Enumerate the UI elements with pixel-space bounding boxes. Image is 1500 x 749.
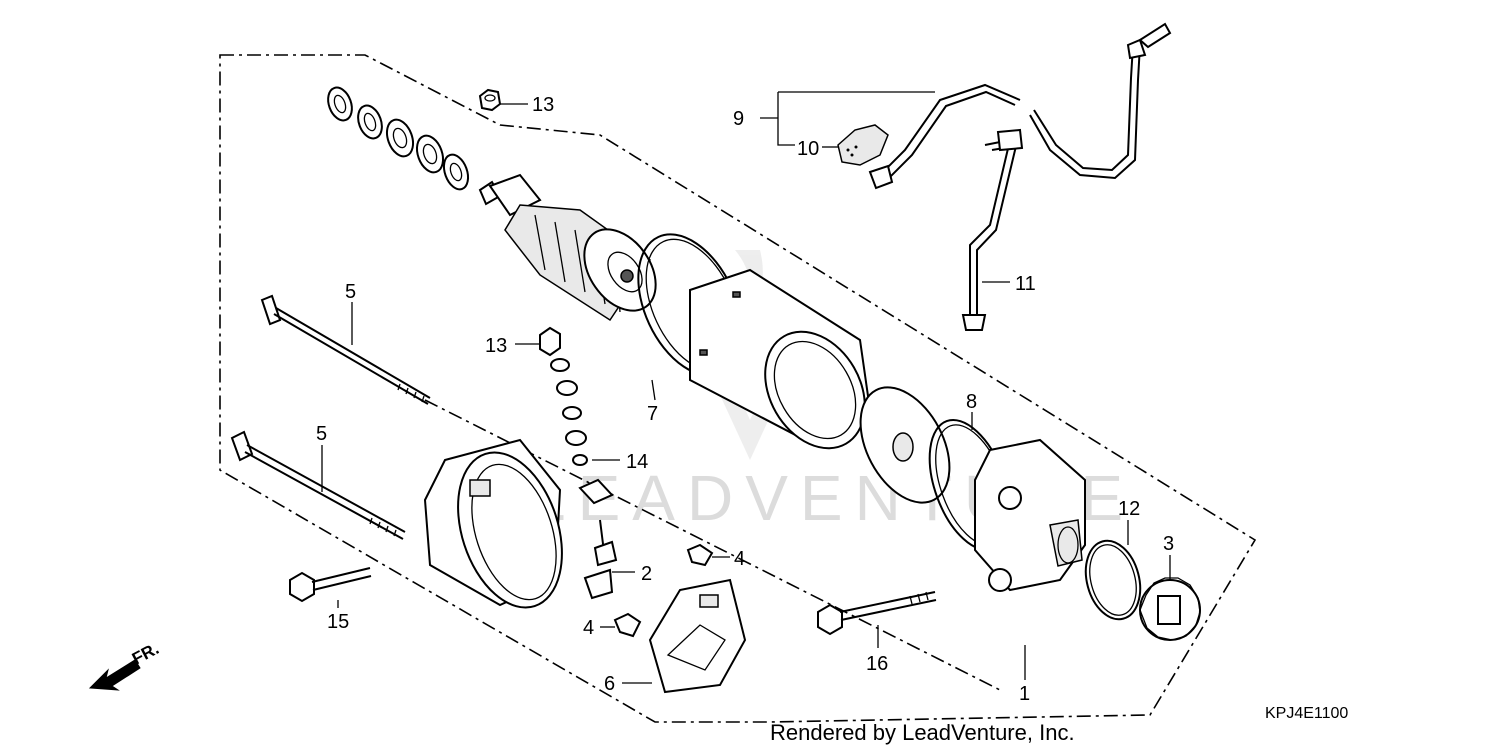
callout-14: 14 bbox=[626, 451, 648, 473]
callout-6: 6 bbox=[604, 673, 615, 695]
through-bolt-upper bbox=[260, 294, 431, 405]
assembly-boundary bbox=[219, 54, 1257, 723]
leader-9 bbox=[760, 91, 935, 146]
callout-2: 2 bbox=[641, 563, 652, 585]
callout-11: 11 bbox=[1015, 273, 1036, 295]
rear-cover bbox=[423, 438, 563, 609]
nut-13-top bbox=[478, 88, 502, 112]
drive-sprocket bbox=[1139, 577, 1201, 641]
callout-7: 7 bbox=[647, 403, 658, 425]
callout-15: 15 bbox=[327, 611, 349, 633]
leader-7 bbox=[651, 379, 656, 401]
brush-terminal bbox=[583, 519, 618, 600]
through-bolt-lower bbox=[230, 430, 406, 540]
callout-12: 12 bbox=[1118, 498, 1140, 520]
callout-8: 8 bbox=[966, 391, 977, 413]
callout-13-top: 13 bbox=[532, 94, 554, 116]
diagram-code: KPJ4E1100 bbox=[1265, 705, 1348, 722]
credit-line: Rendered by LeadVenture, Inc. bbox=[770, 720, 1075, 745]
callout-9: 9 bbox=[733, 108, 744, 130]
terminal-cover bbox=[837, 124, 889, 166]
callout-4-upper: 4 bbox=[734, 548, 745, 570]
callout-4-lower: 4 bbox=[583, 617, 594, 639]
terminal-hardware-stack bbox=[539, 326, 614, 505]
armature bbox=[478, 173, 657, 322]
callout-5-lower: 5 bbox=[316, 423, 327, 445]
starter-cable bbox=[868, 22, 1172, 190]
callout-5-upper: 5 bbox=[345, 281, 356, 303]
brush-spring-lower bbox=[613, 612, 642, 638]
washer-stack-upper bbox=[327, 86, 470, 191]
front-cover bbox=[974, 438, 1086, 592]
callout-13-middle: 13 bbox=[485, 335, 507, 357]
brush-spring-upper bbox=[686, 543, 714, 567]
callout-10: 10 bbox=[797, 138, 819, 160]
bolt-15 bbox=[289, 567, 372, 603]
callout-16: 16 bbox=[866, 653, 888, 675]
yoke-housing bbox=[689, 268, 872, 450]
callout-1: 1 bbox=[1019, 683, 1030, 705]
brush-holder-plate bbox=[648, 578, 747, 694]
bolt-16 bbox=[817, 591, 937, 636]
ground-cable bbox=[961, 128, 1024, 331]
front-direction-arrow: FR. bbox=[88, 639, 162, 691]
callout-3: 3 bbox=[1163, 533, 1174, 555]
o-ring-12 bbox=[1084, 539, 1142, 621]
